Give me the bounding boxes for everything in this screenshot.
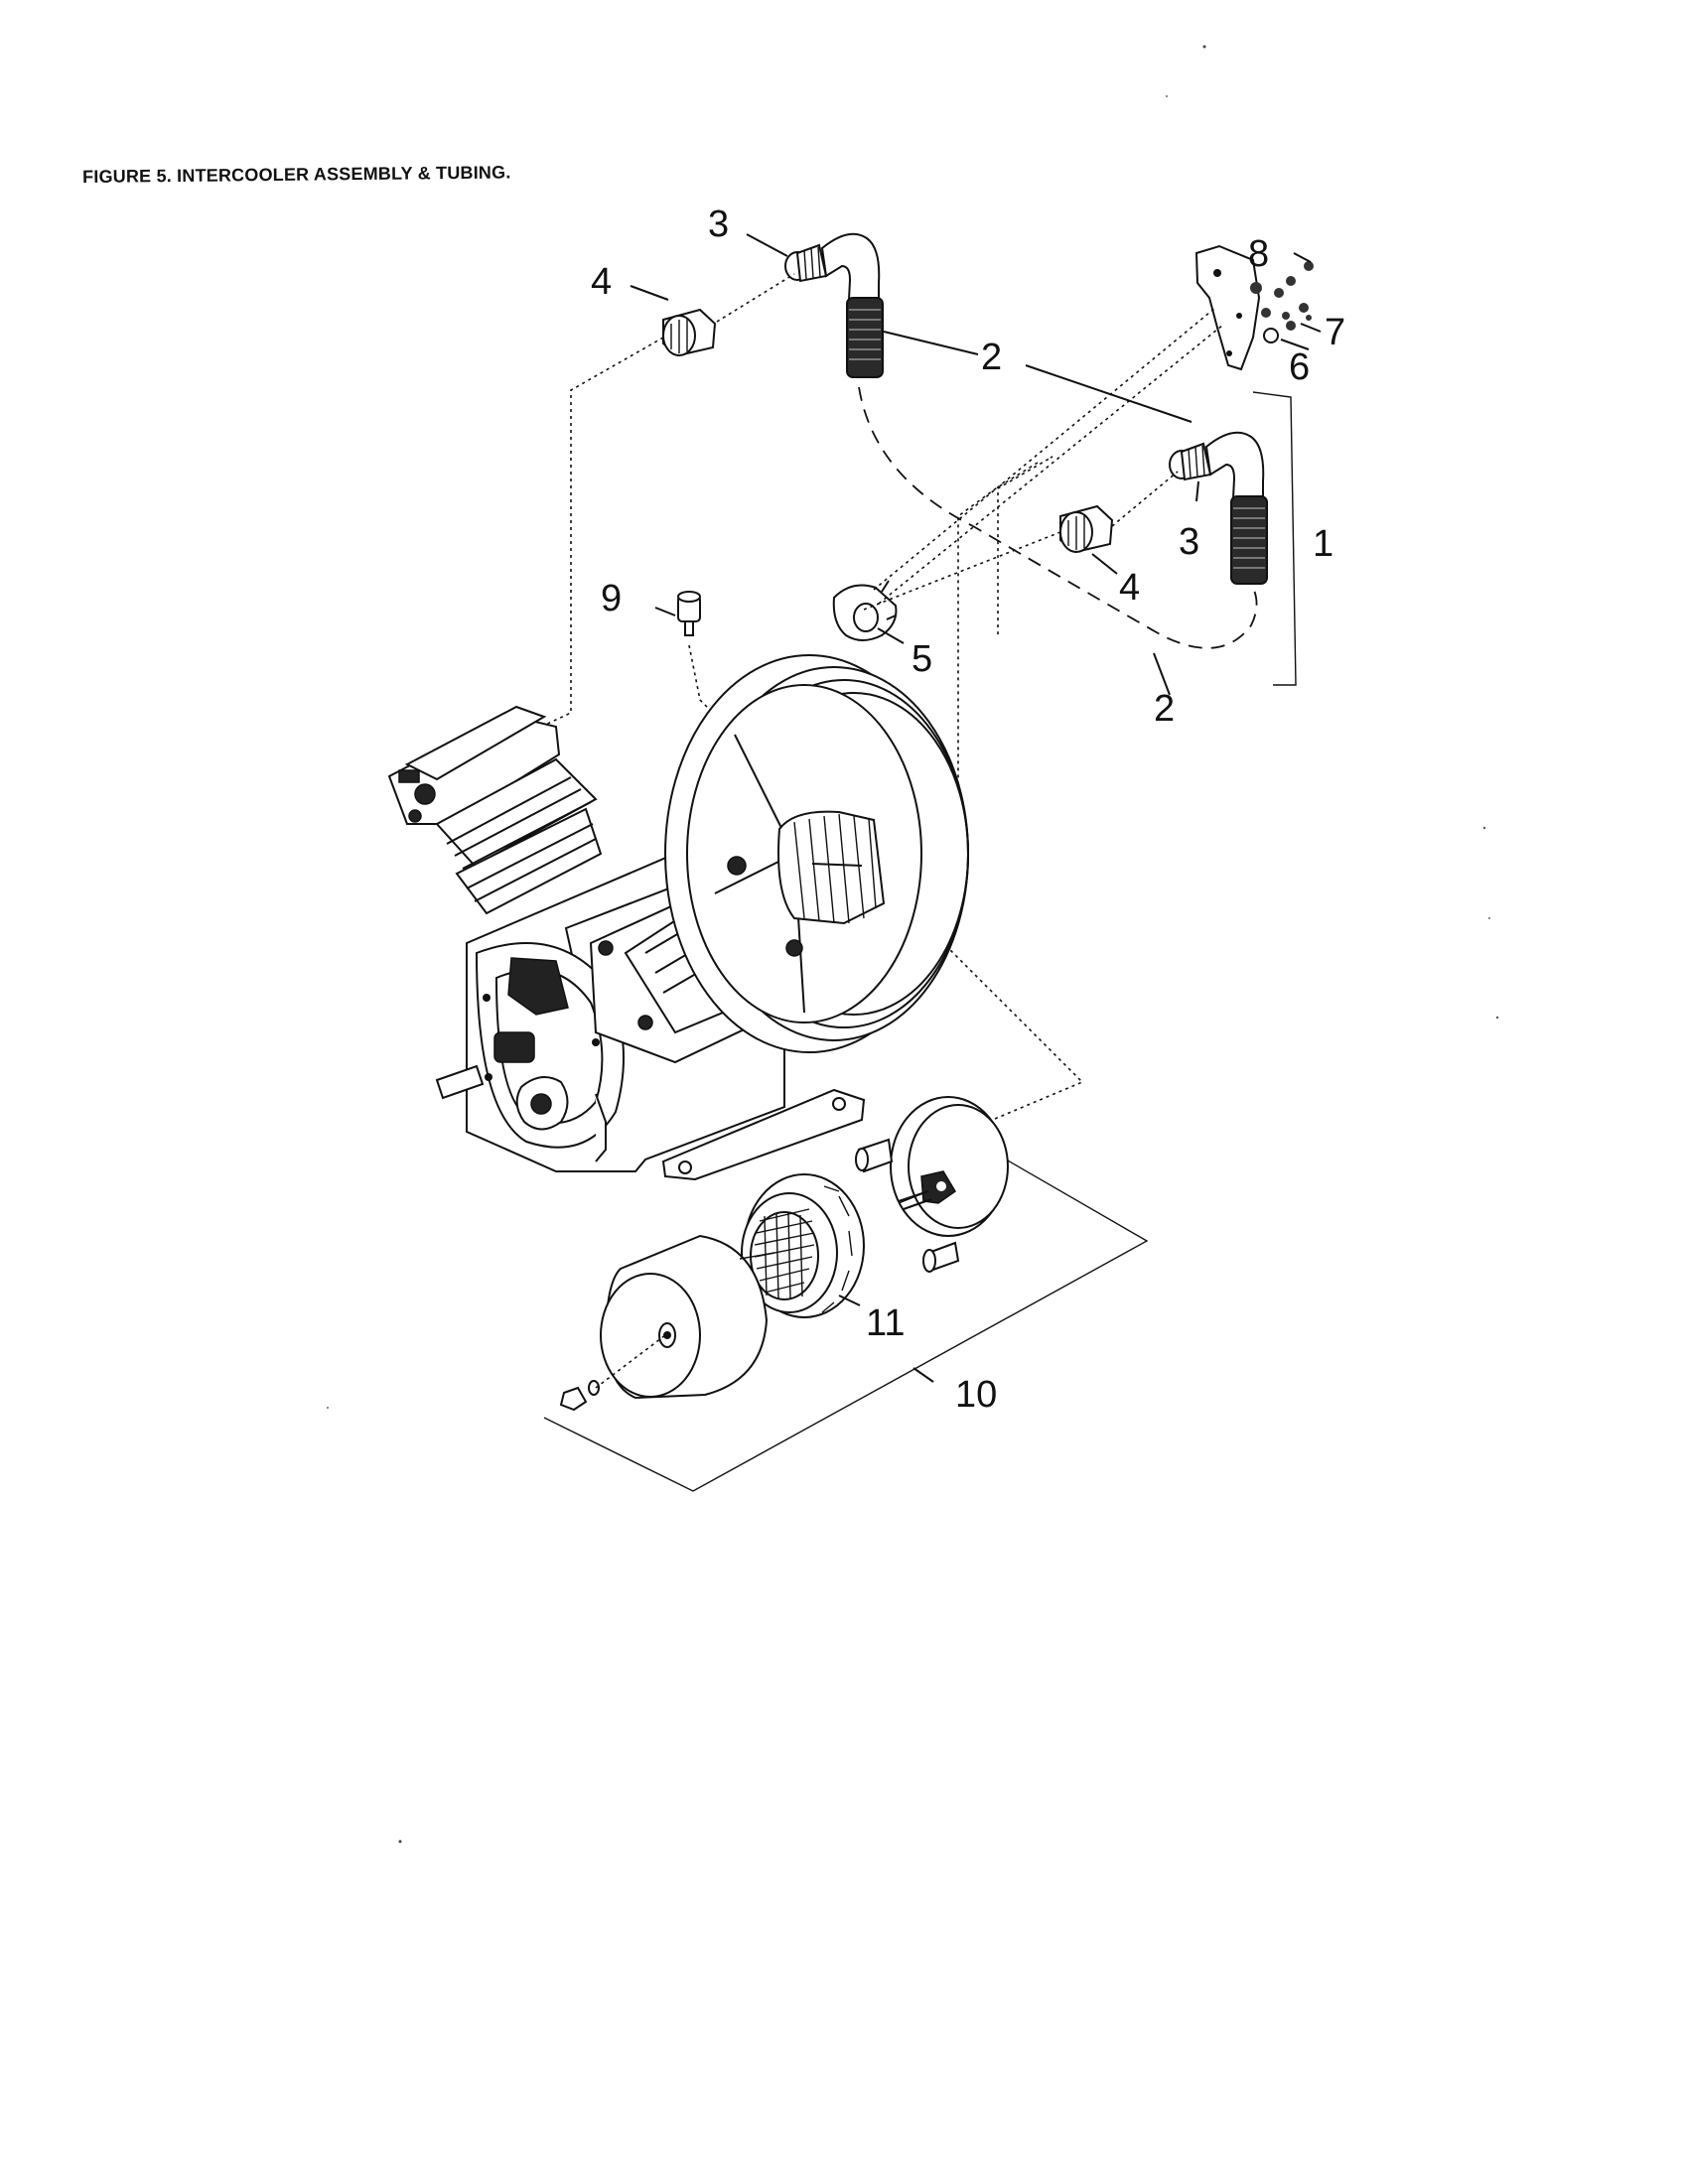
- callout-4-upper: 4: [591, 261, 612, 303]
- scan-specks: [327, 45, 1499, 1843]
- callout-3-upper: 3: [708, 204, 729, 245]
- clamp-5: [832, 580, 898, 641]
- callout-1: 1: [1313, 523, 1333, 565]
- elbow-fitting-3-left: [784, 243, 828, 283]
- callout-2-lower: 2: [1154, 688, 1175, 730]
- callout-9: 9: [601, 578, 622, 619]
- callout-3-lower: 3: [1179, 521, 1199, 563]
- pipe-fitting-4-left: [662, 308, 717, 357]
- filter-element-11: [741, 1173, 865, 1318]
- wing-nut-washer: [559, 1380, 600, 1412]
- filter-back-plate: [855, 1096, 1009, 1273]
- nuts-washers: [1250, 261, 1314, 343]
- callout-6: 6: [1289, 346, 1310, 388]
- flywheel-pulley: [664, 654, 969, 1053]
- filter-assembly-lines: [595, 1190, 929, 1389]
- mounting-bracket: [1194, 244, 1261, 371]
- callout-2-upper: 2: [981, 337, 1002, 378]
- callout-11: 11: [866, 1302, 905, 1344]
- cylinder-fins: [435, 757, 603, 915]
- assembly-lines: [540, 273, 1297, 1492]
- callout-8: 8: [1248, 233, 1269, 275]
- filter-cover: [600, 1234, 769, 1400]
- drain-valve-9: [677, 591, 701, 636]
- pipe-fitting-4-right: [1059, 504, 1114, 554]
- callout-7: 7: [1325, 312, 1345, 353]
- compressor-head: [387, 705, 561, 825]
- callout-5: 5: [912, 638, 932, 680]
- elbow-fitting-3-right: [1169, 442, 1212, 481]
- callout-4-lower: 4: [1119, 567, 1140, 609]
- callout-10: 10: [955, 1374, 997, 1416]
- callout-leaders: [630, 233, 1322, 1383]
- intercooler-tube-2-lower: [1204, 431, 1268, 585]
- intercooler-tube-2-upper: [820, 232, 884, 378]
